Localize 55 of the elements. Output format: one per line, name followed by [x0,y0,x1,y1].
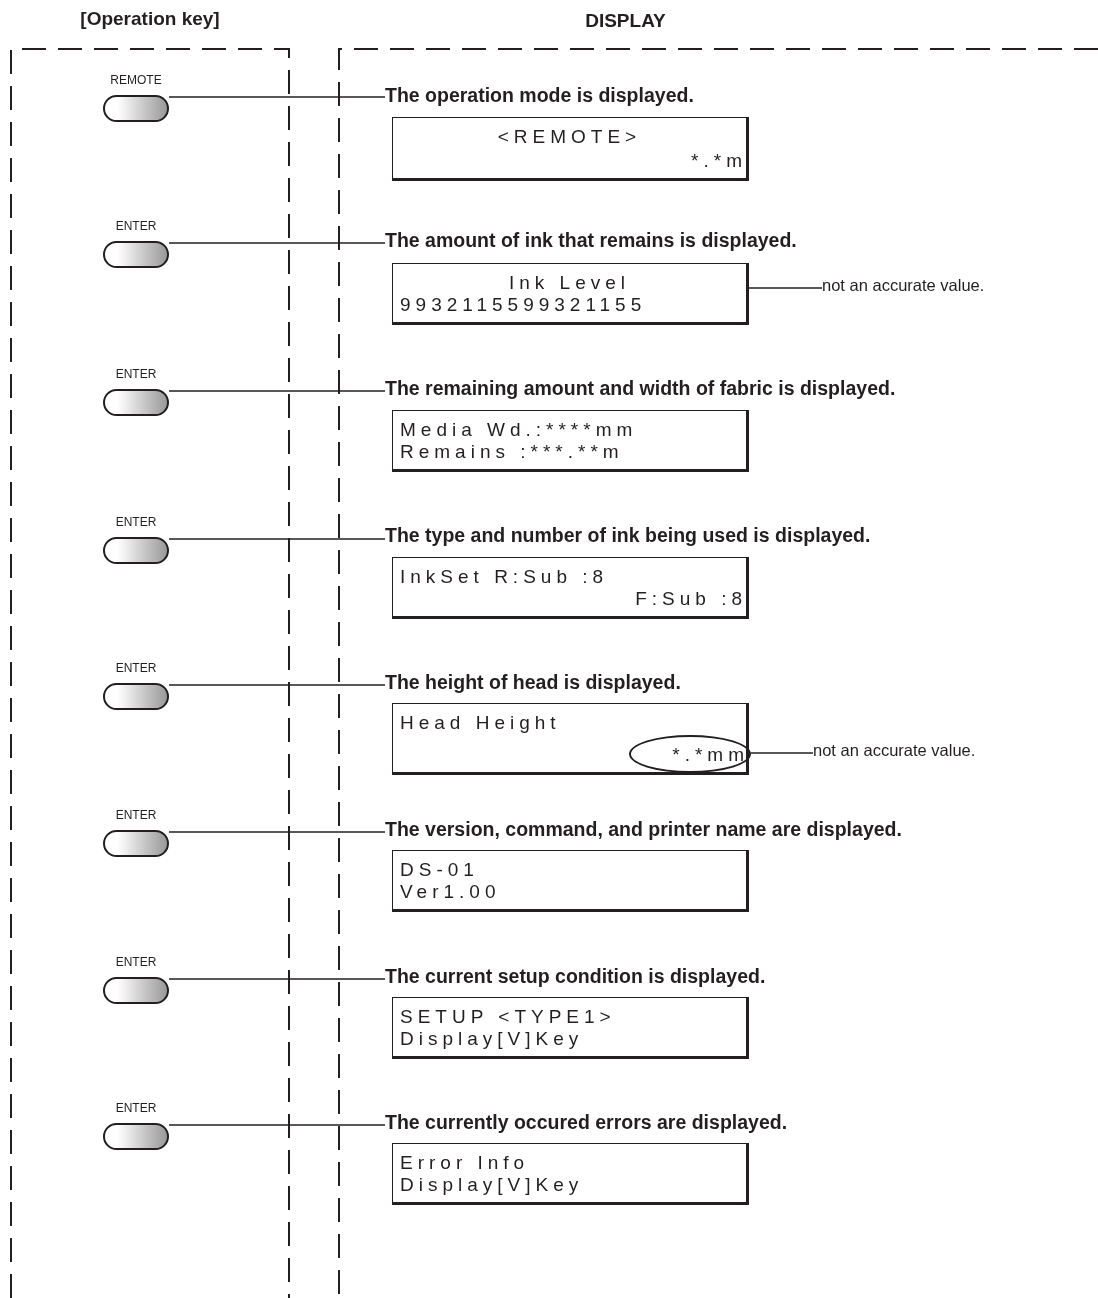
display-line: Error Info [400,1152,530,1174]
display-line: InkSet R:Sub :8 [400,566,609,588]
display-line: SETUP <TYPE1> [400,1006,616,1028]
key-label: ENTER [114,367,158,381]
note-text: not an accurate value. [813,741,1013,763]
display-line: Ink Level [507,272,631,294]
key-label: ENTER [114,1101,158,1115]
description-text: The current setup condition is displayed. [385,965,1045,991]
display-line: Ver1.00 [400,881,501,903]
lcd-display [392,703,749,775]
description-text: The remaining amount and width of fabric is displayed. [385,377,1045,403]
panel-heading: DISPLAY [584,10,667,32]
connector-line [168,684,386,686]
highlight-ellipse [629,735,751,773]
note-text: not an accurate value. [822,276,1022,298]
display-line: Media Wd.:****mm [400,419,638,441]
display-line: *.*mm [672,744,749,766]
display-line: <REMOTE> [496,126,643,148]
display-line: *.*m [691,150,747,172]
leader-line [750,752,814,754]
connector-line [168,978,386,980]
connector-line [168,390,386,392]
connector-line [168,1124,386,1126]
lcd-display [392,1143,749,1205]
lcd-display [392,263,749,325]
lcd-display [392,410,749,472]
key-label: ENTER [114,955,158,969]
key-label: ENTER [114,515,158,529]
description-text: The height of head is displayed. [385,671,1045,697]
connector-line [168,831,386,833]
connector-line [168,538,386,540]
lcd-display [392,850,749,912]
lcd-display [392,997,749,1059]
description-text: The currently occured errors are displayed. [385,1111,1045,1137]
key-label: ENTER [114,219,158,233]
key-label: ENTER [114,661,158,675]
leader-line [748,287,823,289]
description-text: The type and number of ink being used is displayed. [385,524,1045,550]
description-text: The amount of ink that remains is displayed. [385,229,1045,255]
display-line: Display[V]Key [400,1174,584,1196]
key-label: ENTER [114,808,158,822]
lcd-display [392,557,749,619]
description-text: The operation mode is displayed. [385,84,1045,110]
connector-line [168,96,386,98]
display-line: Display[V]Key [400,1028,584,1050]
display-line: F:Sub :8 [635,588,747,610]
display-line: DS-01 [400,859,479,881]
panel-heading: [Operation key] [79,8,221,30]
display-line: Remains :***.**m [400,441,624,463]
key-label: REMOTE [109,73,163,87]
connector-line [168,242,386,244]
description-text: The version, command, and printer name are displayed. [385,818,1045,844]
display-line: Head Height [400,712,561,734]
lcd-display [392,117,749,181]
display-line: 9932115599321155 [400,294,647,316]
